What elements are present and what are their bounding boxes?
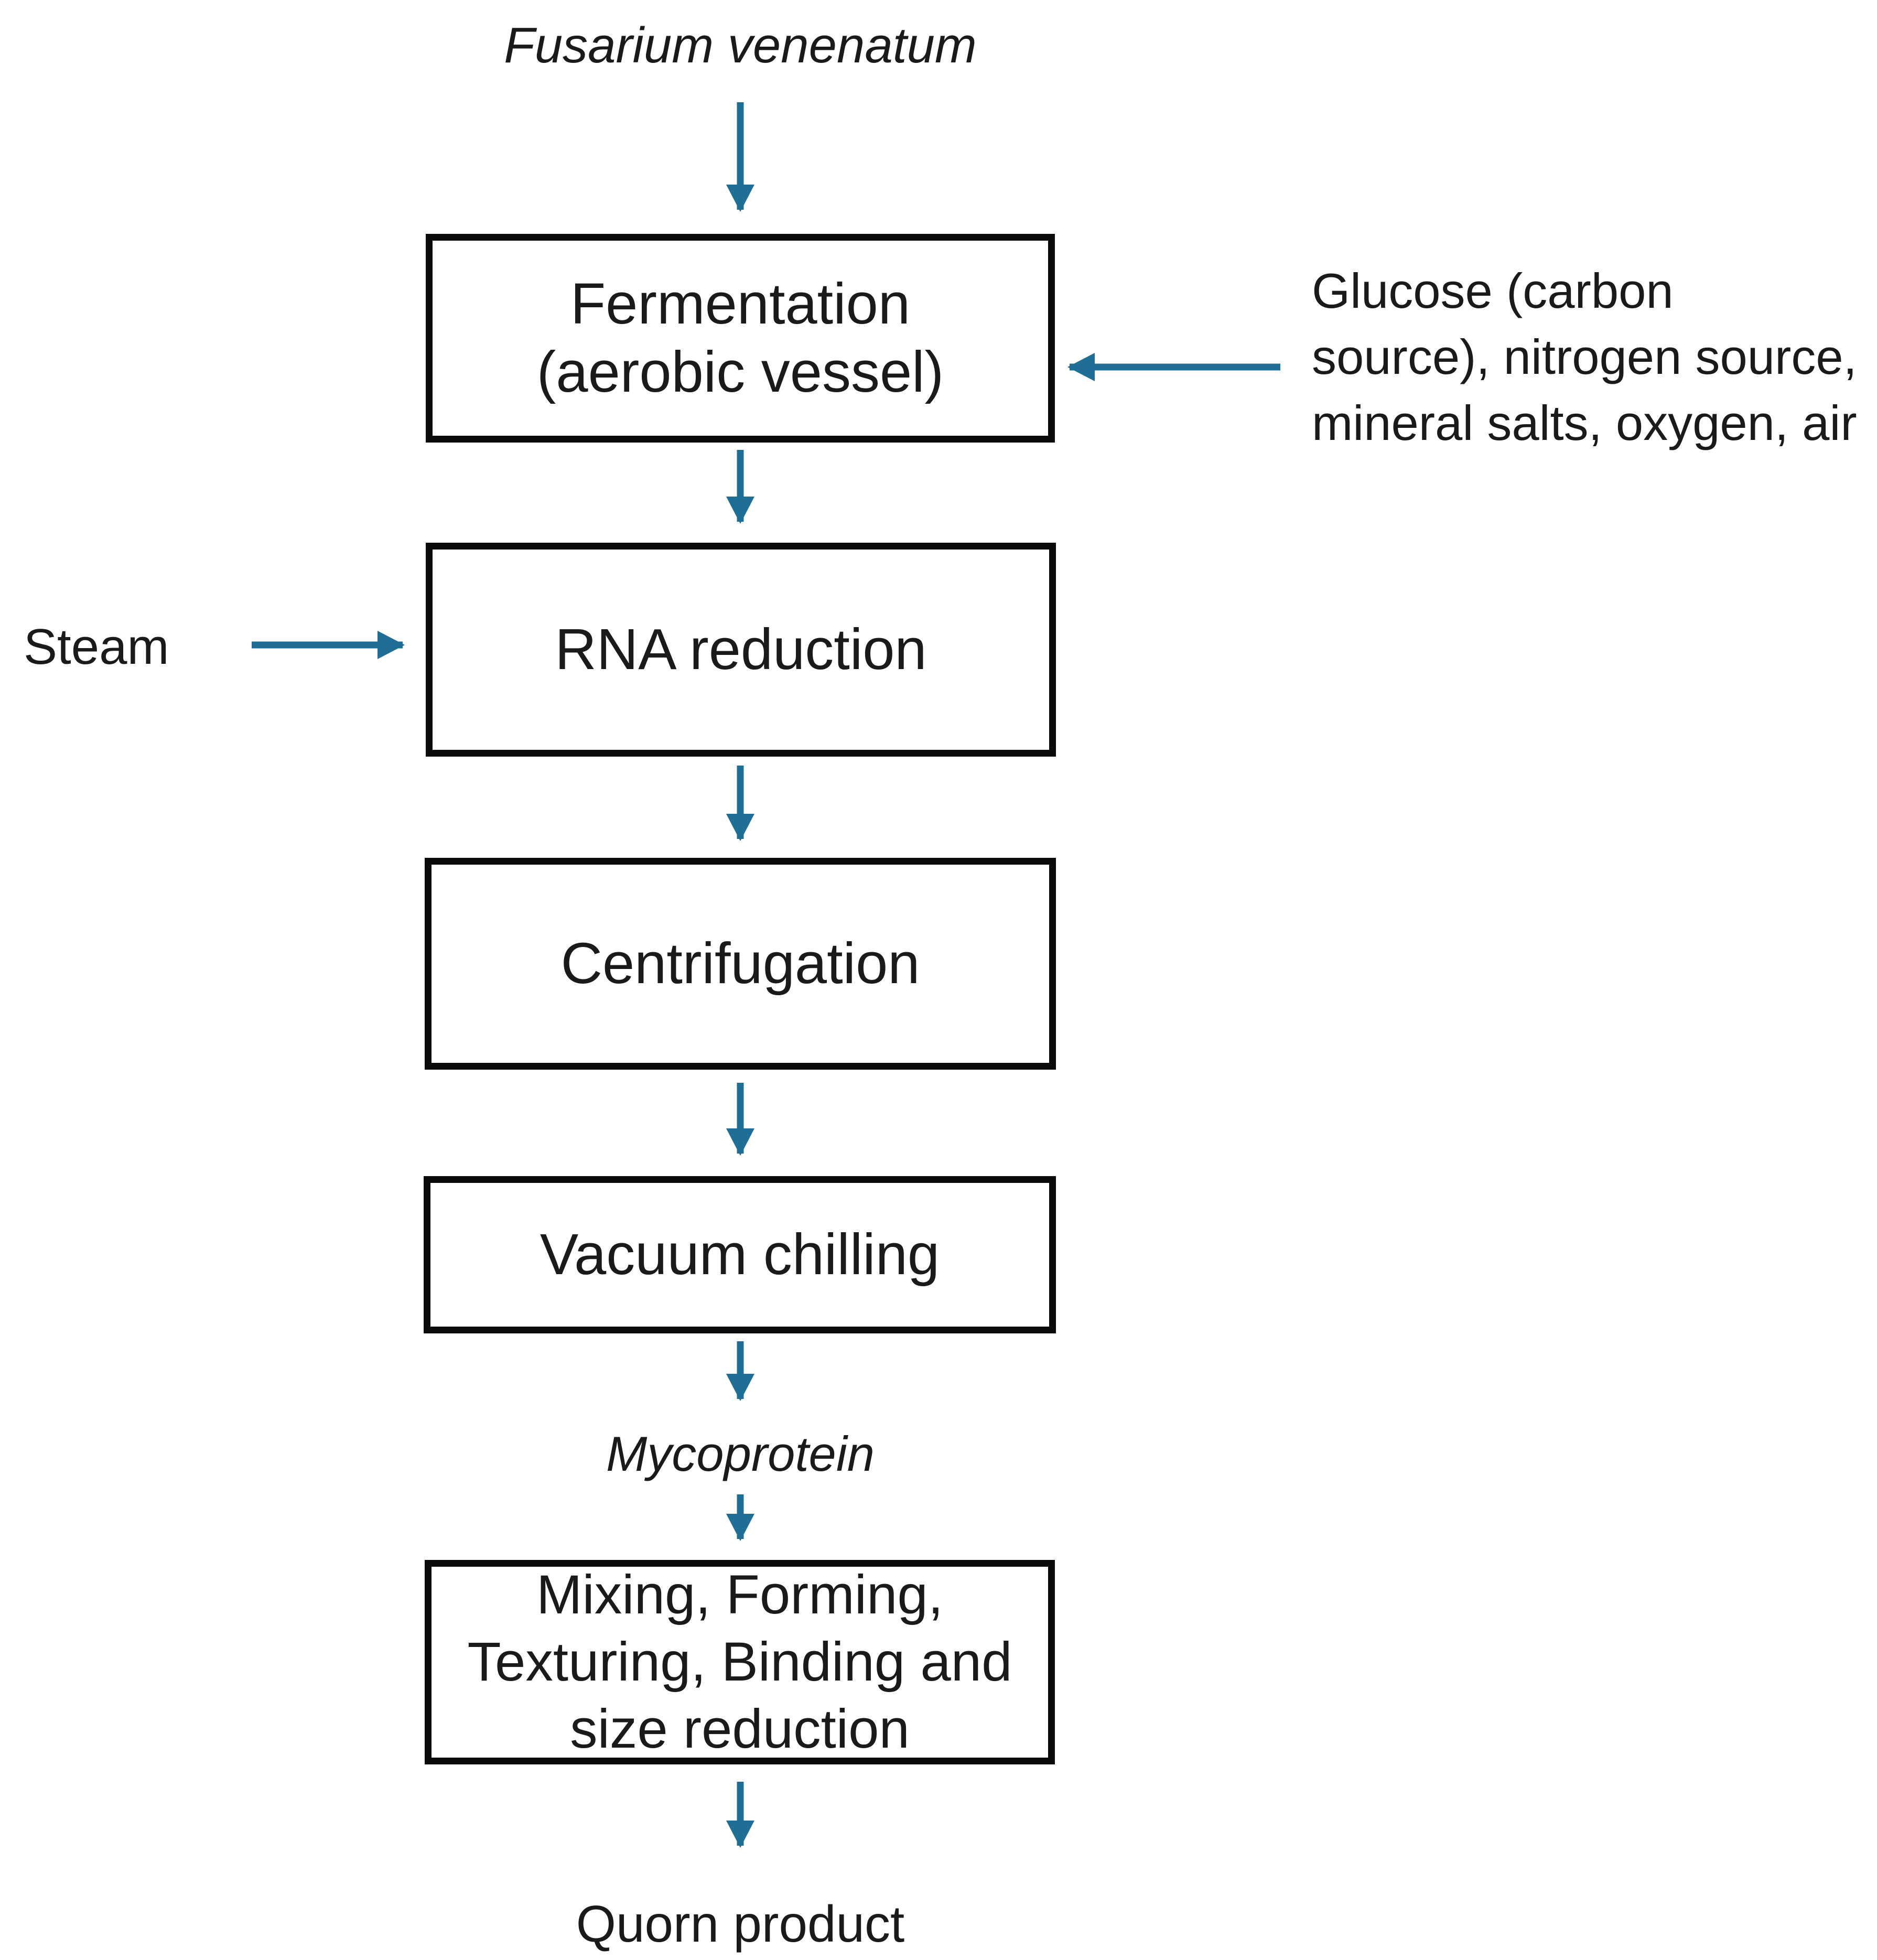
glucose-input-label: Glucose (carbon source), nitrogen source… <box>1312 258 1877 456</box>
flow-box-line: Centrifugation <box>560 931 920 996</box>
flow-box-mixing-forming: Mixing, Forming, Texturing, Binding and … <box>425 1560 1055 1764</box>
flow-box-line: Fermentation <box>570 272 911 337</box>
flow-box-line: RNA reduction <box>555 617 927 682</box>
flow-box-vacuum-chilling: Vacuum chilling <box>424 1176 1056 1333</box>
glucose-input-line: Glucose (carbon <box>1312 263 1674 318</box>
glucose-input-line: mineral salts, oxygen, air <box>1312 395 1857 450</box>
flow-box-rna-reduction: RNA reduction <box>426 543 1056 757</box>
flow-box-line: Texturing, Binding and <box>467 1631 1012 1693</box>
flow-box-line: size reduction <box>570 1698 910 1760</box>
source-organism-label: Fusarium venenatum <box>504 17 977 73</box>
flow-box-line: Mixing, Forming, <box>536 1564 943 1625</box>
flow-box-line: (aerobic vessel) <box>536 340 944 404</box>
flow-box-line: Vacuum chilling <box>540 1222 940 1287</box>
flow-box-centrifugation: Centrifugation <box>425 858 1056 1070</box>
steam-input-label: Steam <box>24 619 169 675</box>
flow-box-fermentation: Fermentation (aerobic vessel) <box>426 234 1055 443</box>
glucose-input-line: source), nitrogen source, <box>1312 329 1857 384</box>
mycoprotein-label: Mycoprotein <box>606 1426 875 1481</box>
quorn-product-label: Quorn product <box>576 1895 905 1953</box>
